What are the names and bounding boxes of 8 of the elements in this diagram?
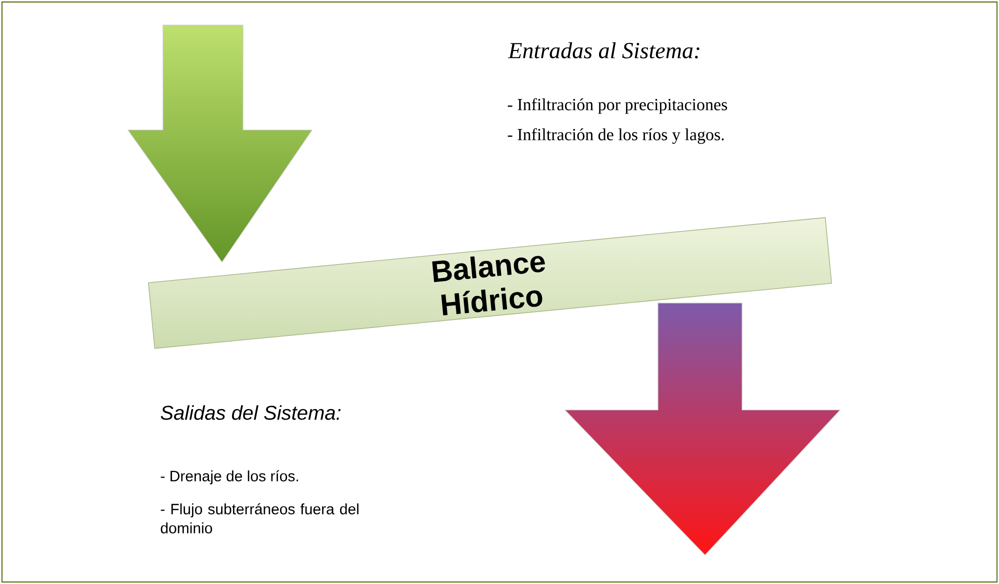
list-item: - Infiltración de los ríos y lagos.: [508, 128, 724, 144]
down-arrow-shape: [127, 24, 313, 263]
down-arrow-shape: [564, 302, 841, 556]
section-heading: Entradas al Sistema:: [508, 42, 700, 58]
section-heading: Salidas del Sistema:: [160, 405, 341, 420]
list-item: - Flujo subterráneos fuera del dominio: [160, 503, 358, 534]
list-item: - Drenaje de los ríos.: [160, 470, 298, 484]
list-item: - Infiltración por precipitaciones: [508, 98, 728, 114]
